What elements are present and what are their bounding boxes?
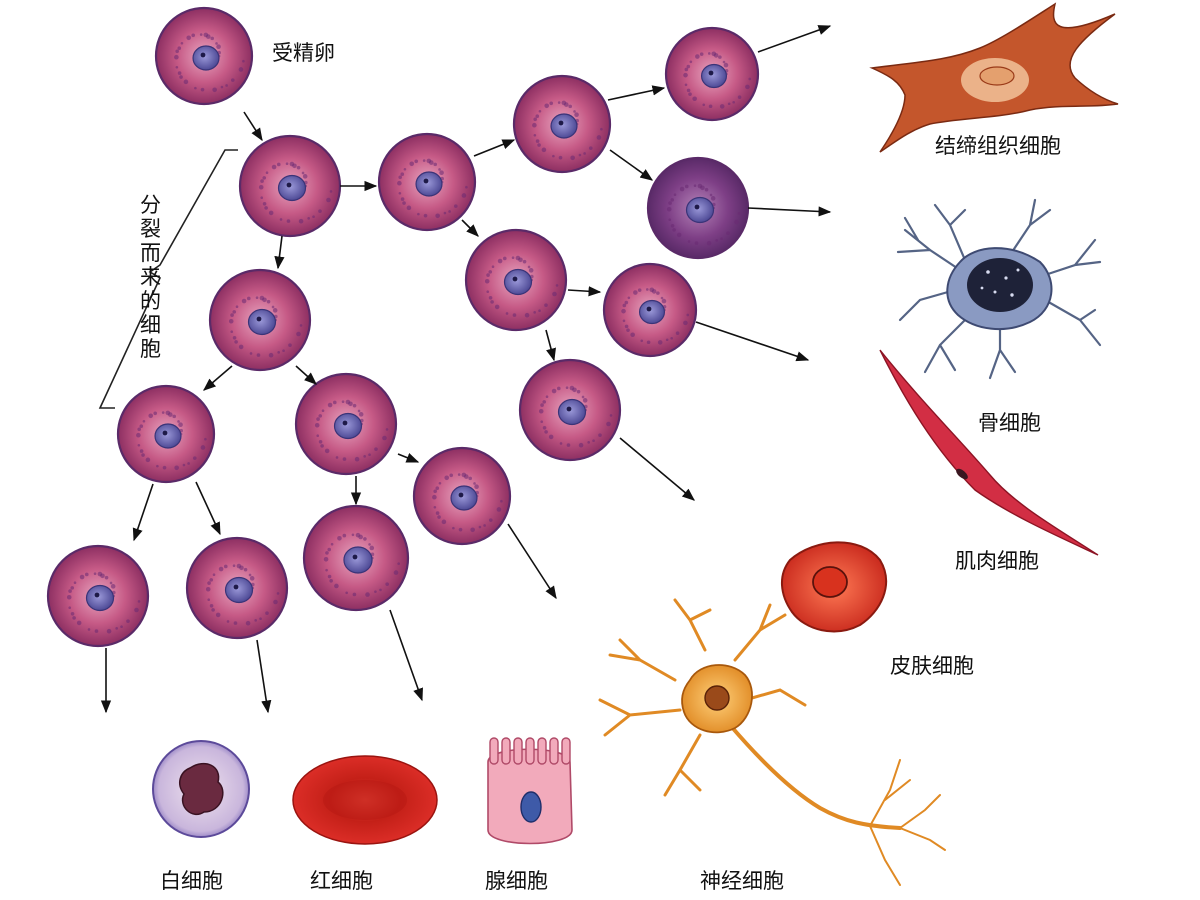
fertilized-egg-label: 受精卵 [272,41,335,65]
white-blood-cell-image [152,740,250,838]
skin-cell-label: 皮肤细胞 [890,654,974,678]
cell-nucleus [85,584,115,612]
gland-cell-image [487,737,573,845]
divided-cells-char-5: 的 [140,289,161,313]
red-blood-cell-image [292,755,438,845]
arrow [461,219,479,237]
dividing-cell [294,372,398,476]
divided-cells-char-4: 来 [140,265,161,289]
cell-nucleus [638,299,666,325]
arrow [695,321,810,362]
cell-nucleus [503,268,533,296]
nerve-cell-image [598,598,946,886]
divided-cells-bracket [98,149,238,409]
dividing-cell [302,504,410,612]
dividing-cell [518,358,622,462]
dividing-cell [208,268,312,372]
arrow [243,111,263,142]
red-blood-cell-label: 红细胞 [310,869,373,893]
dividing-cell [412,446,512,546]
cell-nucleus [277,174,307,202]
muscle-cell-image [879,349,1099,556]
dividing-cell [512,74,612,174]
arrow [203,365,233,391]
arrow [473,139,516,157]
arrow [619,437,695,501]
cell-nucleus [192,45,220,71]
muscle-cell-label: 肌肉细胞 [955,549,1039,573]
divided-cells-char-3: 而 [140,241,161,265]
arrow [545,329,556,362]
cell-nucleus [247,308,277,336]
arrow [747,206,832,217]
arrow [132,483,154,542]
arrow [607,85,666,101]
divided-cells-char-7: 胞 [140,337,161,361]
skin-cell-image [781,541,888,633]
dividing-cell [377,132,477,232]
arrow [609,149,654,181]
nerve-cell-label: 神经细胞 [700,869,784,893]
arrow [757,25,832,53]
bracket [104,152,236,410]
cell-nucleus [557,398,587,426]
connective-tissue-cell-image [869,2,1119,153]
white-blood-cell-label: 白细胞 [160,869,223,893]
dividing-cell [664,26,760,122]
dividing-cell [602,262,698,358]
dividing-cell [238,134,342,238]
divided-cells-char-2: 裂 [140,217,161,241]
gland-cell-label: 腺细胞 [485,869,548,893]
cell-nucleus [415,171,443,197]
arrows-group [100,25,832,714]
dividing-cell [464,228,568,332]
dividing-cell [646,156,750,260]
cell-nucleus [224,576,254,604]
dividing-cell [116,384,216,484]
dividing-cell [185,536,289,640]
dividing-cells-group [46,6,760,648]
arrow [389,609,423,702]
cell-nucleus [550,113,578,139]
cell-nucleus [333,412,363,440]
arrow [195,481,221,536]
divided-cells-char-1: 分 [140,193,161,217]
bone-cell-label: 骨细胞 [978,411,1041,435]
cell-nucleus [343,546,373,574]
divided-cells-vertical-label: 分 裂 而 来 的 细 胞 [140,193,161,361]
cell-nucleus [685,196,715,224]
arrow [567,286,602,297]
cell-nucleus [154,423,182,449]
dividing-cell [154,6,254,106]
dividing-cell [46,544,150,648]
arrow [256,639,272,714]
arrow [507,523,557,600]
bone-cell-image [896,198,1102,380]
connective-tissue-cell-label: 结缔组织细胞 [935,134,1061,158]
divided-cells-char-6: 细 [140,313,161,337]
cell-nucleus [700,63,728,89]
arrow [295,365,317,385]
arrow [274,235,285,270]
cell-nucleus [450,485,478,511]
arrow [397,452,420,463]
